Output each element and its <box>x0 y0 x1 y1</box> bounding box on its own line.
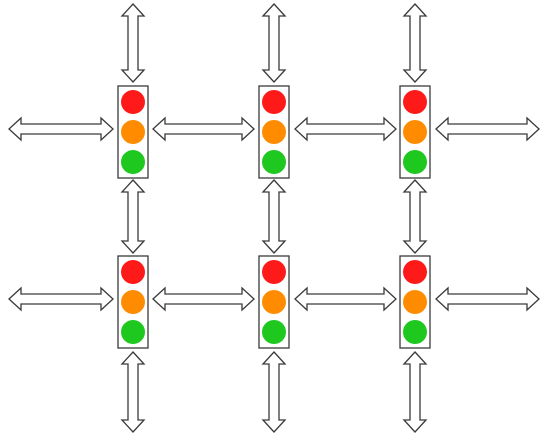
amber-light <box>262 120 286 144</box>
arrow-col3-top <box>402 3 428 83</box>
red-light <box>121 90 145 114</box>
traffic-light-icon-r2c1 <box>117 255 149 349</box>
arrow-col1-top <box>120 3 146 83</box>
arrow-row2-left <box>8 286 114 312</box>
green-light <box>121 320 145 344</box>
arrow-col3-mid <box>402 179 428 254</box>
red-light <box>121 260 145 284</box>
amber-light <box>403 120 427 144</box>
arrow-row2-right <box>435 286 540 312</box>
arrow-col2-top <box>261 3 287 83</box>
red-light <box>262 260 286 284</box>
green-light <box>403 320 427 344</box>
arrow-row1-right <box>435 116 540 142</box>
arrow-col2-mid <box>261 179 287 254</box>
arrow-col1-bottom <box>120 351 146 433</box>
arrow-row2-mid2 <box>294 286 397 312</box>
arrow-row2-mid1 <box>152 286 255 312</box>
arrow-row1-mid2 <box>294 116 397 142</box>
red-light <box>403 260 427 284</box>
amber-light <box>121 120 145 144</box>
traffic-light-icon-r1c1 <box>117 85 149 179</box>
amber-light <box>121 290 145 314</box>
red-light <box>262 90 286 114</box>
green-light <box>121 150 145 174</box>
green-light <box>262 150 286 174</box>
arrow-row1-mid1 <box>152 116 255 142</box>
arrow-col1-mid <box>120 179 146 254</box>
traffic-light-icon-r2c3 <box>399 255 431 349</box>
connector-arrows <box>8 3 540 433</box>
traffic-lights <box>117 85 431 349</box>
traffic-light-icon-r1c2 <box>258 85 290 179</box>
traffic-light-icon-r1c3 <box>399 85 431 179</box>
red-light <box>403 90 427 114</box>
traffic-light-icon-r2c2 <box>258 255 290 349</box>
green-light <box>403 150 427 174</box>
arrow-col3-bottom <box>402 351 428 433</box>
amber-light <box>403 290 427 314</box>
amber-light <box>262 290 286 314</box>
arrow-row1-left <box>8 116 114 142</box>
arrow-col2-bottom <box>261 351 287 433</box>
green-light <box>262 320 286 344</box>
